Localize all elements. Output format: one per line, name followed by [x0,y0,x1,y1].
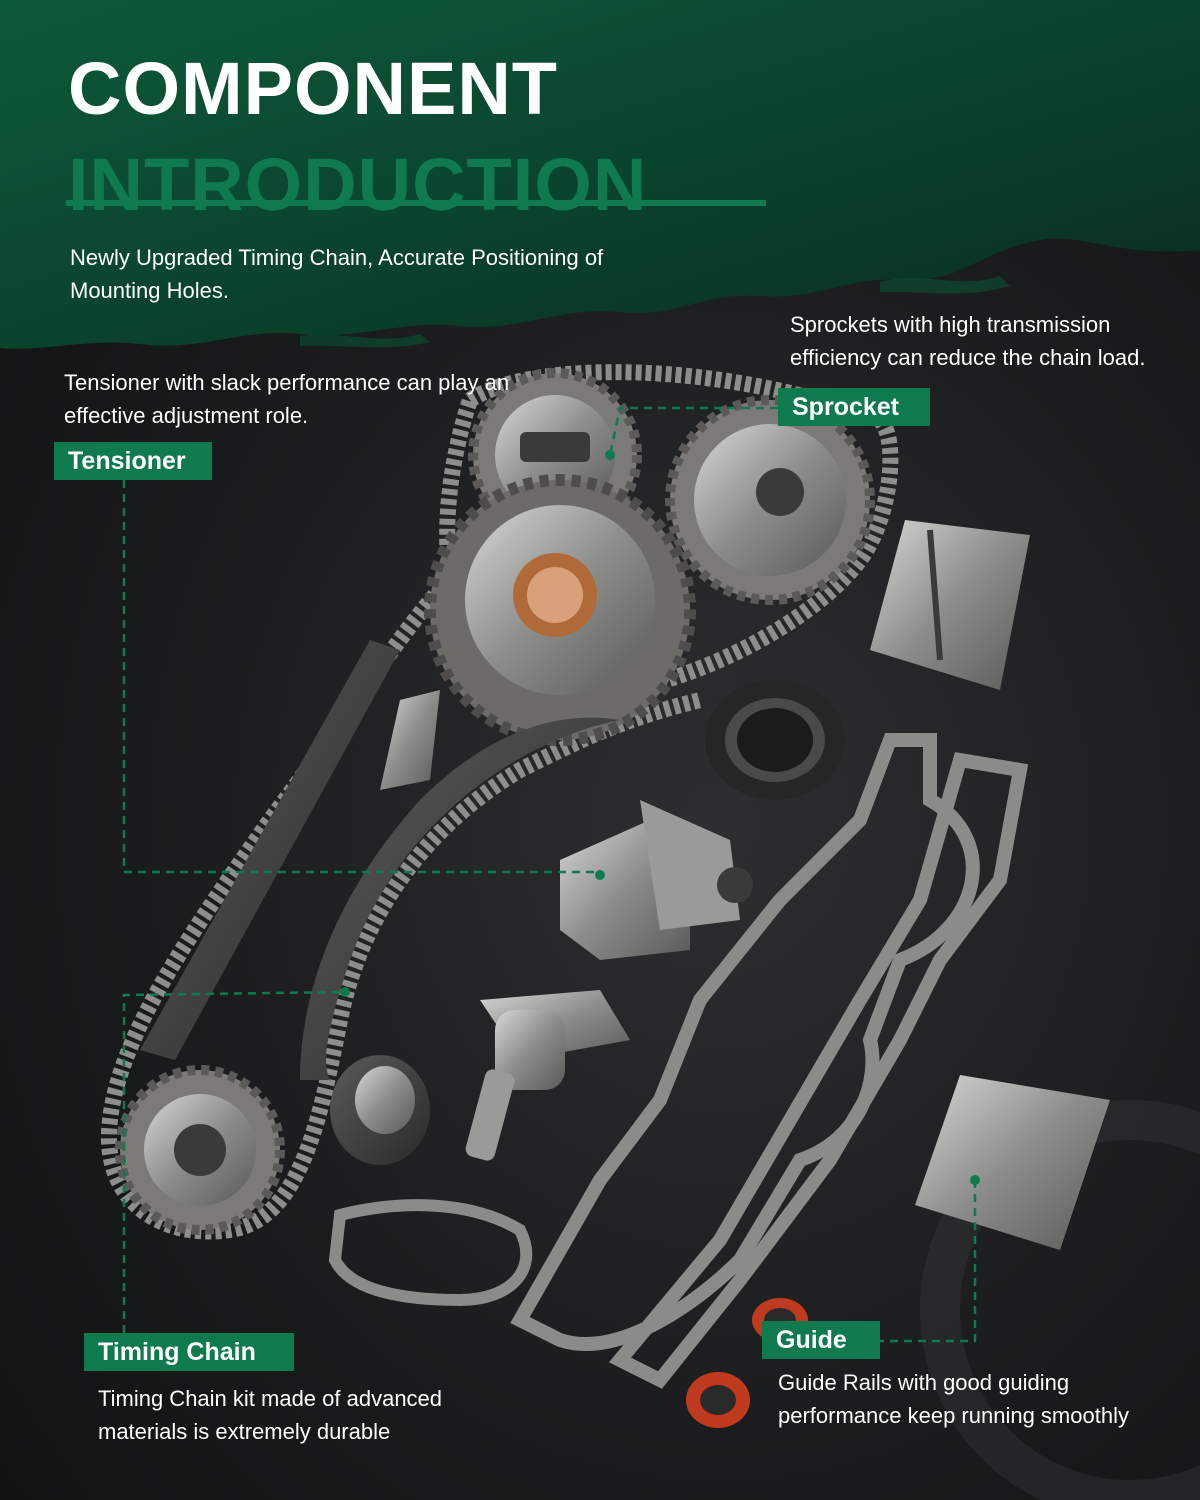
guide-bracket-top [870,520,1030,690]
guide-description: Guide Rails with good guiding performanc… [778,1370,1129,1428]
timing-chain-label: Timing Chain [84,1333,294,1371]
timing-chain-long [100,553,702,1240]
front-cover-gasket-right [608,752,1029,1389]
sprocket-label: Sprocket [778,388,930,426]
guide-connector [876,1180,977,1343]
guide-rail-left [140,640,400,1060]
sprocket-description: Sprockets with high transmission efficie… [790,312,1146,370]
tensioner-plunger [465,990,630,1161]
heading-line2: INTRODUCTION [68,143,648,226]
tensioner-connector [122,480,600,874]
timing-chain-description: Timing Chain kit made of advanced materi… [98,1386,443,1444]
guide-label: Guide [762,1321,880,1359]
oil-seal [705,680,845,800]
guide-bracket-bottom [915,1075,1110,1250]
idler-pulley [330,1055,430,1165]
crank-sprocket [115,1065,285,1235]
tensioner-description: Tensioner with slack performance can pla… [64,370,510,428]
red-seal-lower [686,1372,750,1428]
tensioner-label: Tensioner [54,442,212,480]
heading-underline [66,200,766,206]
timing-chain-connector [122,990,346,1333]
tensioner-part [560,800,753,960]
small-gasket [328,1199,533,1307]
sprocket-upper-right [665,395,875,605]
guide-rail-right [300,717,620,1080]
intro-text: Newly Upgraded Timing Chain, Accurate Po… [70,245,604,303]
heading-line1: COMPONENT [68,47,558,130]
sprocket-connector [608,406,778,456]
sprocket-center [424,474,696,746]
